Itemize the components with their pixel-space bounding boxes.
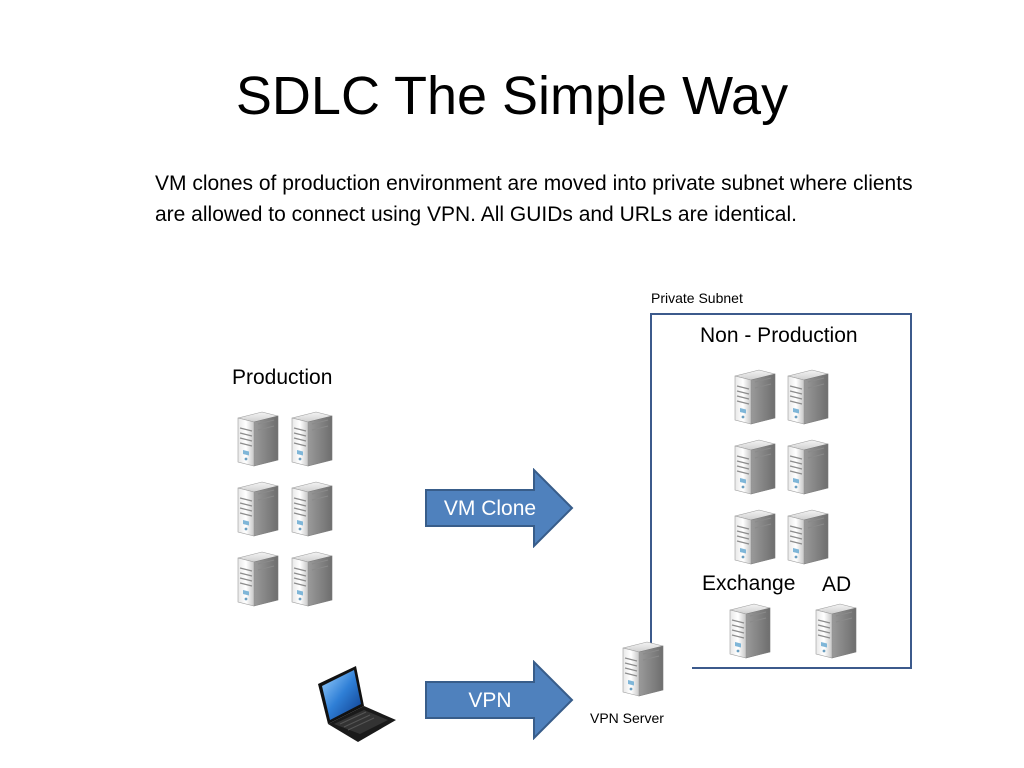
server-icon: [237, 551, 279, 607]
server-icon: [237, 481, 279, 537]
non-production-label: Non - Production: [700, 324, 858, 347]
server-icon: [734, 439, 776, 495]
vpn-server-label: VPN Server: [590, 710, 664, 726]
ad-server-icon: [815, 603, 857, 659]
server-icon: [787, 369, 829, 425]
ad-label: AD: [822, 573, 852, 596]
slide-title: SDLC The Simple Way: [235, 66, 789, 126]
server-icon: [734, 509, 776, 565]
private-subnet-label: Private Subnet: [651, 290, 743, 306]
exchange-label: Exchange: [702, 572, 796, 595]
server-icon: [291, 551, 333, 607]
server-icon: [787, 439, 829, 495]
server-icon: [787, 509, 829, 565]
vpn-server-icon: [622, 641, 664, 697]
server-icon: [291, 481, 333, 537]
vm-clone-arrow: [425, 468, 574, 548]
server-icon: [734, 369, 776, 425]
server-icon: [291, 411, 333, 467]
laptop-icon: [318, 666, 396, 742]
exchange-server-icon: [729, 603, 771, 659]
production-label: Production: [232, 366, 333, 389]
vpn-label: VPN: [468, 689, 512, 712]
vpn-arrow: [425, 660, 574, 740]
private-subnet-box: [650, 313, 912, 669]
slide-description: VM clones of production environment are …: [155, 172, 913, 226]
server-icon: [237, 411, 279, 467]
vm-clone-label: VM Clone: [443, 497, 537, 520]
